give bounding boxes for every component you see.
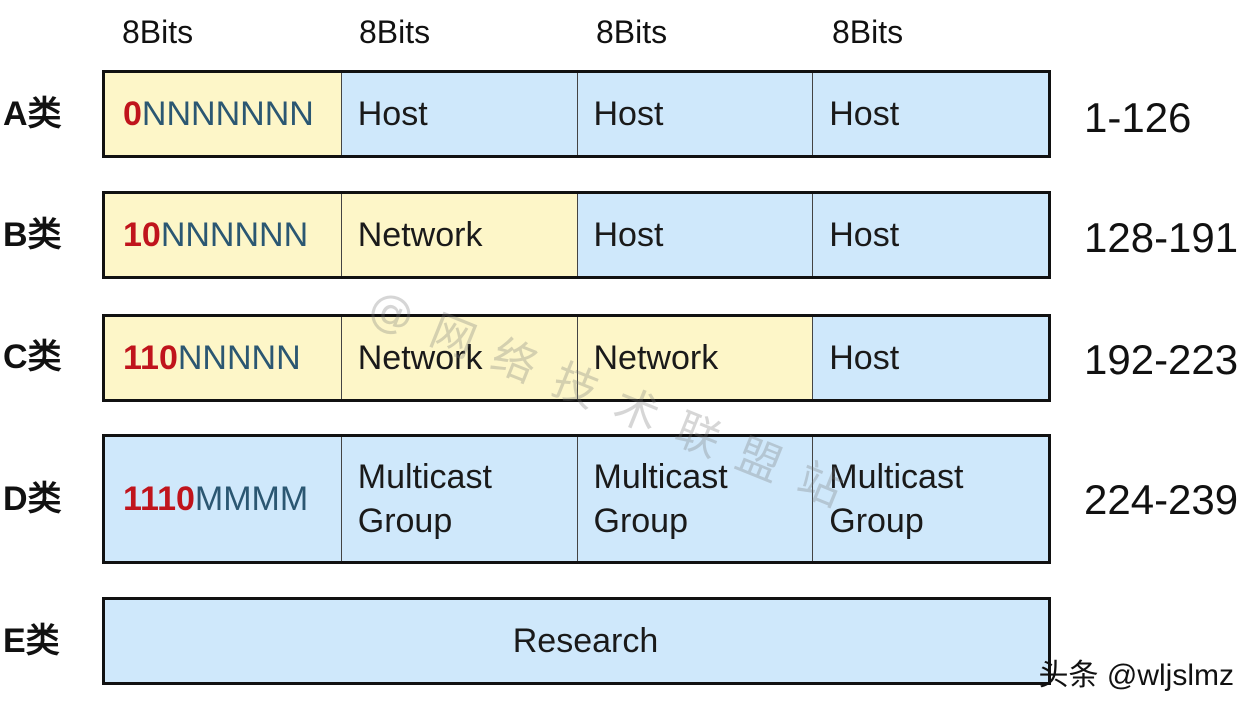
bits-label-octet-4: 8Bits [832, 14, 904, 50]
class-d-prefix-bits: 1110 [123, 480, 195, 518]
class-a-prefix-bits: 0 [123, 95, 142, 133]
class-a-octet-2: Host [340, 73, 577, 155]
class-c-octet-4: Host [812, 317, 1048, 399]
class-c-range: 192-223 [1084, 336, 1239, 383]
class-b-label: B类 [3, 216, 62, 254]
class-b-network-bits: NNNNNN [160, 216, 309, 254]
class-d-octet-4-line1: Multicast [829, 458, 964, 496]
bits-label-octet-1: 8Bits [122, 14, 194, 50]
class-a-network-bits: NNNNNNN [141, 95, 314, 133]
class-c-label: C类 [3, 338, 62, 376]
class-d-label: D类 [3, 480, 62, 518]
class-e-row: Research [102, 597, 1051, 685]
class-c-octet-3: Network [576, 317, 813, 399]
class-b-octet-4: Host [812, 194, 1048, 276]
class-d-octet-4: Multicast Group [812, 437, 1048, 561]
class-d-octet-3: Multicast Group [576, 437, 813, 561]
class-c-octet-2: Network [340, 317, 577, 399]
class-d-range: 224-239 [1084, 476, 1239, 523]
class-a-range: 1-126 [1084, 94, 1192, 141]
class-d-octet-4-line2: Group [829, 502, 924, 540]
bits-label-octet-3: 8Bits [596, 14, 668, 50]
bits-label-octet-2: 8Bits [359, 14, 431, 50]
class-c-network-bits: NNNNN [177, 339, 301, 377]
class-e-label: E类 [3, 622, 60, 660]
class-d-octet-2-line1: Multicast [357, 458, 492, 496]
source-credit: 头条 @wljslmz [1038, 659, 1234, 692]
class-d-octet-3-line2: Group [593, 502, 689, 540]
class-b-range: 128-191 [1084, 214, 1239, 261]
class-a-octet-4: Host [812, 73, 1048, 155]
class-d-octet-2-line2: Group [357, 502, 453, 540]
class-a-label: A类 [3, 95, 62, 133]
class-a-octet-3: Host [576, 73, 813, 155]
class-b-prefix-bits: 10 [123, 216, 161, 254]
class-b-octet-3: Host [576, 194, 813, 276]
class-d-group-bits: MMMM [194, 480, 309, 518]
class-b-octet-2: Network [340, 194, 577, 276]
class-d-octet-3-line1: Multicast [593, 458, 728, 496]
class-d-octet-2: Multicast Group [340, 437, 577, 561]
class-e-research: Research [105, 600, 1048, 682]
class-c-prefix-bits: 110 [123, 339, 178, 377]
